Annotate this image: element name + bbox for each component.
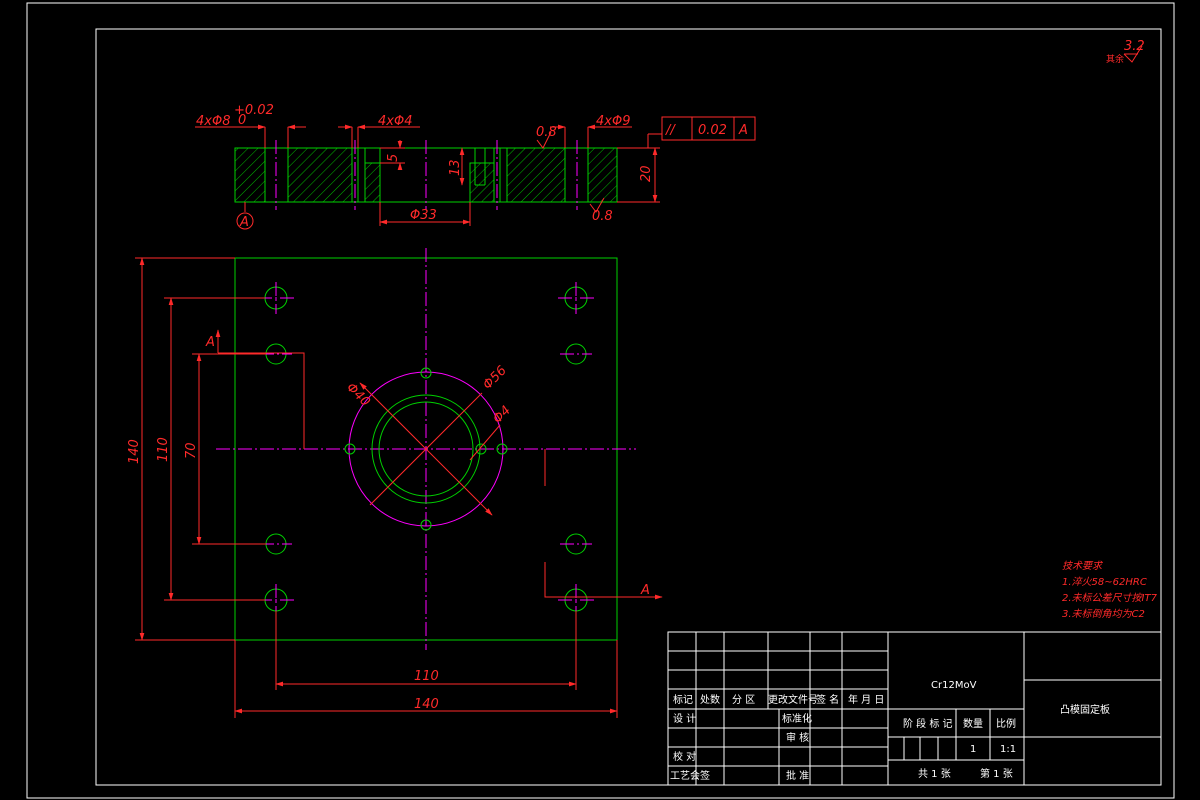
svg-text:校 对: 校 对: [673, 750, 696, 763]
svg-text:A: A: [205, 335, 215, 350]
svg-text:更改文件号: 更改文件号: [768, 693, 818, 706]
technical-requirements: 技术要求 1.淬火58~62HRC 2.未标公差尺寸按IT7 3.未标倒角均为C…: [1062, 560, 1158, 620]
svg-text:审 核: 审 核: [786, 731, 809, 744]
section-hatch-2: [288, 148, 352, 202]
svg-text:Φ56: Φ56: [480, 363, 510, 393]
svg-text:标记: 标记: [673, 694, 693, 706]
svg-text:0.02: 0.02: [698, 123, 727, 138]
svg-text:4xΦ8: 4xΦ8: [196, 114, 230, 129]
svg-text:Φ40: Φ40: [343, 380, 373, 410]
svg-text:签 名: 签 名: [816, 693, 839, 706]
section-hatch-6: [588, 148, 617, 202]
svg-text:+0.02: +0.02: [234, 103, 274, 118]
title-block: 标记 处数 分 区 更改文件号 签 名 年 月 日 设 计 校 对 工艺会签 标…: [667, 631, 1162, 786]
section-hatch-1: [235, 148, 265, 202]
svg-text:技术要求: 技术要求: [1062, 560, 1104, 572]
section-view: 4xΦ8 +0.02 0 4xΦ4 4xΦ9 0.8 5 13 20: [195, 103, 756, 230]
svg-text:13: 13: [448, 159, 463, 176]
svg-text:第 1 张: 第 1 张: [980, 767, 1013, 780]
svg-text:A: A: [738, 123, 748, 138]
svg-text:20: 20: [639, 165, 654, 182]
section-hatch-5: [507, 148, 565, 202]
svg-text:其余: 其余: [1106, 53, 1124, 65]
hole-centerlines: [258, 282, 594, 616]
svg-text:4xΦ4: 4xΦ4: [378, 114, 412, 129]
svg-text:0: 0: [238, 113, 246, 128]
svg-text:数量: 数量: [963, 717, 983, 730]
svg-text:设 计: 设 计: [673, 712, 696, 725]
svg-text:处数: 处数: [700, 693, 720, 706]
svg-text:110: 110: [156, 437, 171, 462]
svg-text:工艺会签: 工艺会签: [670, 769, 710, 782]
material: Cr12MoV: [931, 680, 977, 691]
section-marker-top: A: [205, 329, 305, 449]
section-hatch-4: [470, 163, 494, 202]
svg-text:1.淬火58~62HRC: 1.淬火58~62HRC: [1062, 576, 1147, 588]
svg-text:批 准: 批 准: [786, 769, 809, 782]
svg-text:A: A: [640, 583, 650, 598]
part-name: 凸模固定板: [1060, 703, 1110, 716]
section-hatch-3: [365, 163, 380, 202]
svg-text:Φ4: Φ4: [490, 403, 514, 427]
svg-text:1:1: 1:1: [1000, 744, 1016, 755]
svg-text:110: 110: [414, 669, 439, 684]
svg-text:0.8: 0.8: [536, 125, 557, 140]
parallelism-frame: // 0.02 A: [647, 116, 756, 148]
svg-text:比例: 比例: [996, 717, 1016, 730]
svg-text:分 区: 分 区: [732, 694, 755, 706]
section-marker-bottom: A: [544, 449, 663, 600]
svg-text:5: 5: [386, 154, 401, 162]
svg-text:1: 1: [970, 744, 976, 755]
svg-text:A: A: [239, 215, 249, 230]
svg-text:4xΦ9: 4xΦ9: [596, 114, 630, 129]
svg-text:0.8: 0.8: [592, 209, 613, 224]
plan-view: Φ40 Φ56 Φ4 A A 140 110 70: [127, 248, 663, 718]
outer-border: [26, 2, 1175, 799]
svg-text:标准化: 标准化: [782, 712, 812, 725]
svg-text:140: 140: [127, 439, 142, 464]
svg-text:140: 140: [414, 697, 439, 712]
svg-text:年 月 日: 年 月 日: [848, 693, 884, 706]
svg-text:阶 段 标 记: 阶 段 标 记: [903, 717, 953, 730]
svg-text:2.未标公差尺寸按IT7: 2.未标公差尺寸按IT7: [1062, 592, 1158, 604]
svg-text:共 1 张: 共 1 张: [918, 768, 951, 780]
roughness-symbol: 3.2 其余: [1106, 39, 1145, 65]
svg-text:70: 70: [184, 442, 199, 459]
svg-text://: //: [665, 123, 676, 138]
inner-border: [95, 28, 1162, 786]
datum-a-marker: A: [236, 202, 254, 230]
svg-text:Φ33: Φ33: [410, 208, 437, 223]
svg-text:3.未标倒角均为C2: 3.未标倒角均为C2: [1062, 608, 1145, 620]
